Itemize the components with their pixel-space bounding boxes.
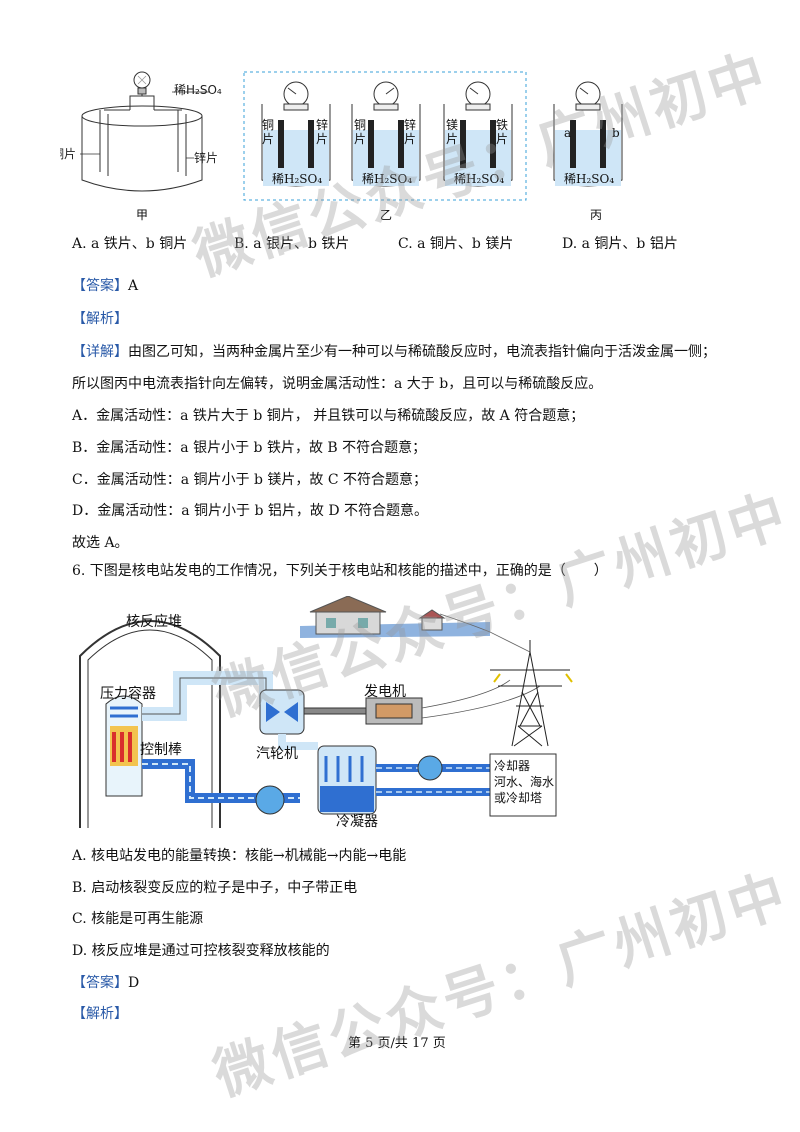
label-condenser: 冷凝器 bbox=[336, 814, 378, 830]
label-turbine: 汽轮机 bbox=[256, 746, 298, 762]
battery-figure: 稀H₂SO₄ 铜片 锌片 bbox=[60, 71, 623, 201]
q6-analysis-tag: 【解析】 bbox=[72, 1006, 128, 1022]
q5-option-d: D. a 铜片、b 铝片 bbox=[562, 236, 678, 252]
q5-option-c: C. a 铜片、b 镁片 bbox=[398, 236, 514, 252]
label-zn-jia: 锌片 bbox=[194, 151, 218, 165]
answer-tag: 【答案】 bbox=[72, 975, 128, 991]
q5-conclusion: 故选 A。 bbox=[72, 535, 129, 551]
answer-tag: 【答案】 bbox=[72, 278, 128, 294]
label-cu-jia: 铜片 bbox=[60, 146, 76, 161]
condenser-unit bbox=[317, 745, 377, 815]
q5-option-a: A. a 铁片、b 铜片 bbox=[72, 236, 188, 252]
house-icon bbox=[309, 596, 387, 635]
q5-line-a: A．金属活动性：a 铁片大于 b 铜片， 并且铁可以与稀硫酸反应，故 A 符合题… bbox=[72, 408, 585, 424]
yi2-left-label: 铜片 bbox=[354, 118, 367, 146]
answer-value: D bbox=[128, 975, 140, 991]
bing-right-label: b bbox=[612, 126, 620, 140]
q6-answer: 【答案】D bbox=[72, 973, 139, 993]
pressure-vessel bbox=[105, 695, 143, 797]
yi3-acid-label: 稀H₂SO₄ bbox=[454, 172, 505, 186]
dashed-box-yi bbox=[243, 71, 527, 201]
q6-option-d: D. 核反应堆是通过可控核裂变释放核能的 bbox=[72, 943, 330, 959]
label-cooler-3: 或冷却塔 bbox=[494, 791, 543, 805]
q6-stem: 6. 下图是核电站发电的工作情况，下列关于核电站和核能的描述中，正确的是（ ） bbox=[72, 563, 608, 579]
reactor-dome bbox=[79, 620, 221, 828]
beaker-yi-1 bbox=[261, 81, 331, 187]
yi3-right-label: 铁片 bbox=[496, 118, 509, 146]
page-footer: 第 5 页/共 17 页 bbox=[348, 1036, 446, 1051]
q6-option-b: B. 启动核裂变反应的粒子是中子，中子带正电 bbox=[72, 880, 358, 896]
small-house-icon bbox=[418, 609, 446, 631]
q5-detail-line-2: 所以图丙中电流表指针向左偏转，说明金属活动性：a 大于 b，且可以与稀硫酸反应。 bbox=[72, 376, 603, 392]
beaker-yi-2 bbox=[351, 81, 421, 187]
q6-option-a: A. 核电站发电的能量转换：核能→机械能→内能→电能 bbox=[72, 848, 407, 864]
yi1-acid-label: 稀H₂SO₄ bbox=[272, 172, 323, 186]
cooler-box bbox=[489, 753, 557, 817]
beaker-yi-3 bbox=[443, 81, 513, 187]
detail-tag: 【详解】 bbox=[72, 344, 128, 360]
yi2-right-label: 锌片 bbox=[404, 118, 417, 146]
label-vessel: 压力容器 bbox=[100, 686, 156, 702]
q5-line-c: C．金属活动性：a 铜片小于 b 镁片，故 C 不符合题意； bbox=[72, 472, 427, 488]
label-reactor: 核反应堆 bbox=[126, 614, 182, 630]
turbine bbox=[259, 689, 369, 735]
q5-analysis-tag: 【解析】 bbox=[72, 311, 128, 327]
q5-answer: 【答案】A bbox=[72, 276, 138, 296]
caption-jia: 甲 bbox=[136, 208, 149, 222]
label-generator: 发电机 bbox=[364, 684, 406, 700]
caption-yi: 乙 bbox=[380, 208, 393, 222]
pump-1 bbox=[255, 785, 285, 815]
beaker-bing bbox=[553, 81, 623, 187]
label-h2so4-jia: 稀H₂SO₄ bbox=[174, 83, 222, 97]
generator bbox=[365, 697, 423, 725]
yi3-left-label: 镁片 bbox=[446, 118, 459, 146]
yi2-acid-label: 稀H₂SO₄ bbox=[362, 172, 413, 186]
nuclear-plant-figure bbox=[79, 596, 573, 828]
yi1-right-label: 锌片 bbox=[316, 118, 329, 146]
bing-acid-label: 稀H₂SO₄ bbox=[564, 172, 615, 186]
power-pylon-icon bbox=[490, 640, 570, 747]
beaker-jia bbox=[81, 71, 210, 192]
pump-2 bbox=[417, 755, 443, 781]
q5-detail-line-1: 【详解】由图乙可知，当两种金属片至少有一种可以与稀硫酸反应时，电流表指针偏向于活… bbox=[72, 344, 716, 360]
answer-value: A bbox=[128, 278, 139, 294]
q5-line-b: B．金属活动性：a 银片小于 b 铁片，故 B 不符合题意； bbox=[72, 440, 427, 456]
bing-left-label: a bbox=[564, 126, 572, 140]
label-cooler-2: 河水、海水 bbox=[494, 775, 555, 789]
label-rod: 控制棒 bbox=[140, 742, 182, 758]
q6-option-c: C. 核能是可再生能源 bbox=[72, 911, 204, 927]
yi1-left-label: 铜片 bbox=[262, 118, 275, 146]
label-cooler-1: 冷却器 bbox=[494, 759, 531, 773]
q5-line-d: D．金属活动性：a 铜片小于 b 铝片，故 D 不符合题意。 bbox=[72, 503, 429, 519]
q5-option-b: B. a 银片、b 铁片 bbox=[234, 236, 350, 252]
caption-bing: 丙 bbox=[590, 208, 603, 222]
